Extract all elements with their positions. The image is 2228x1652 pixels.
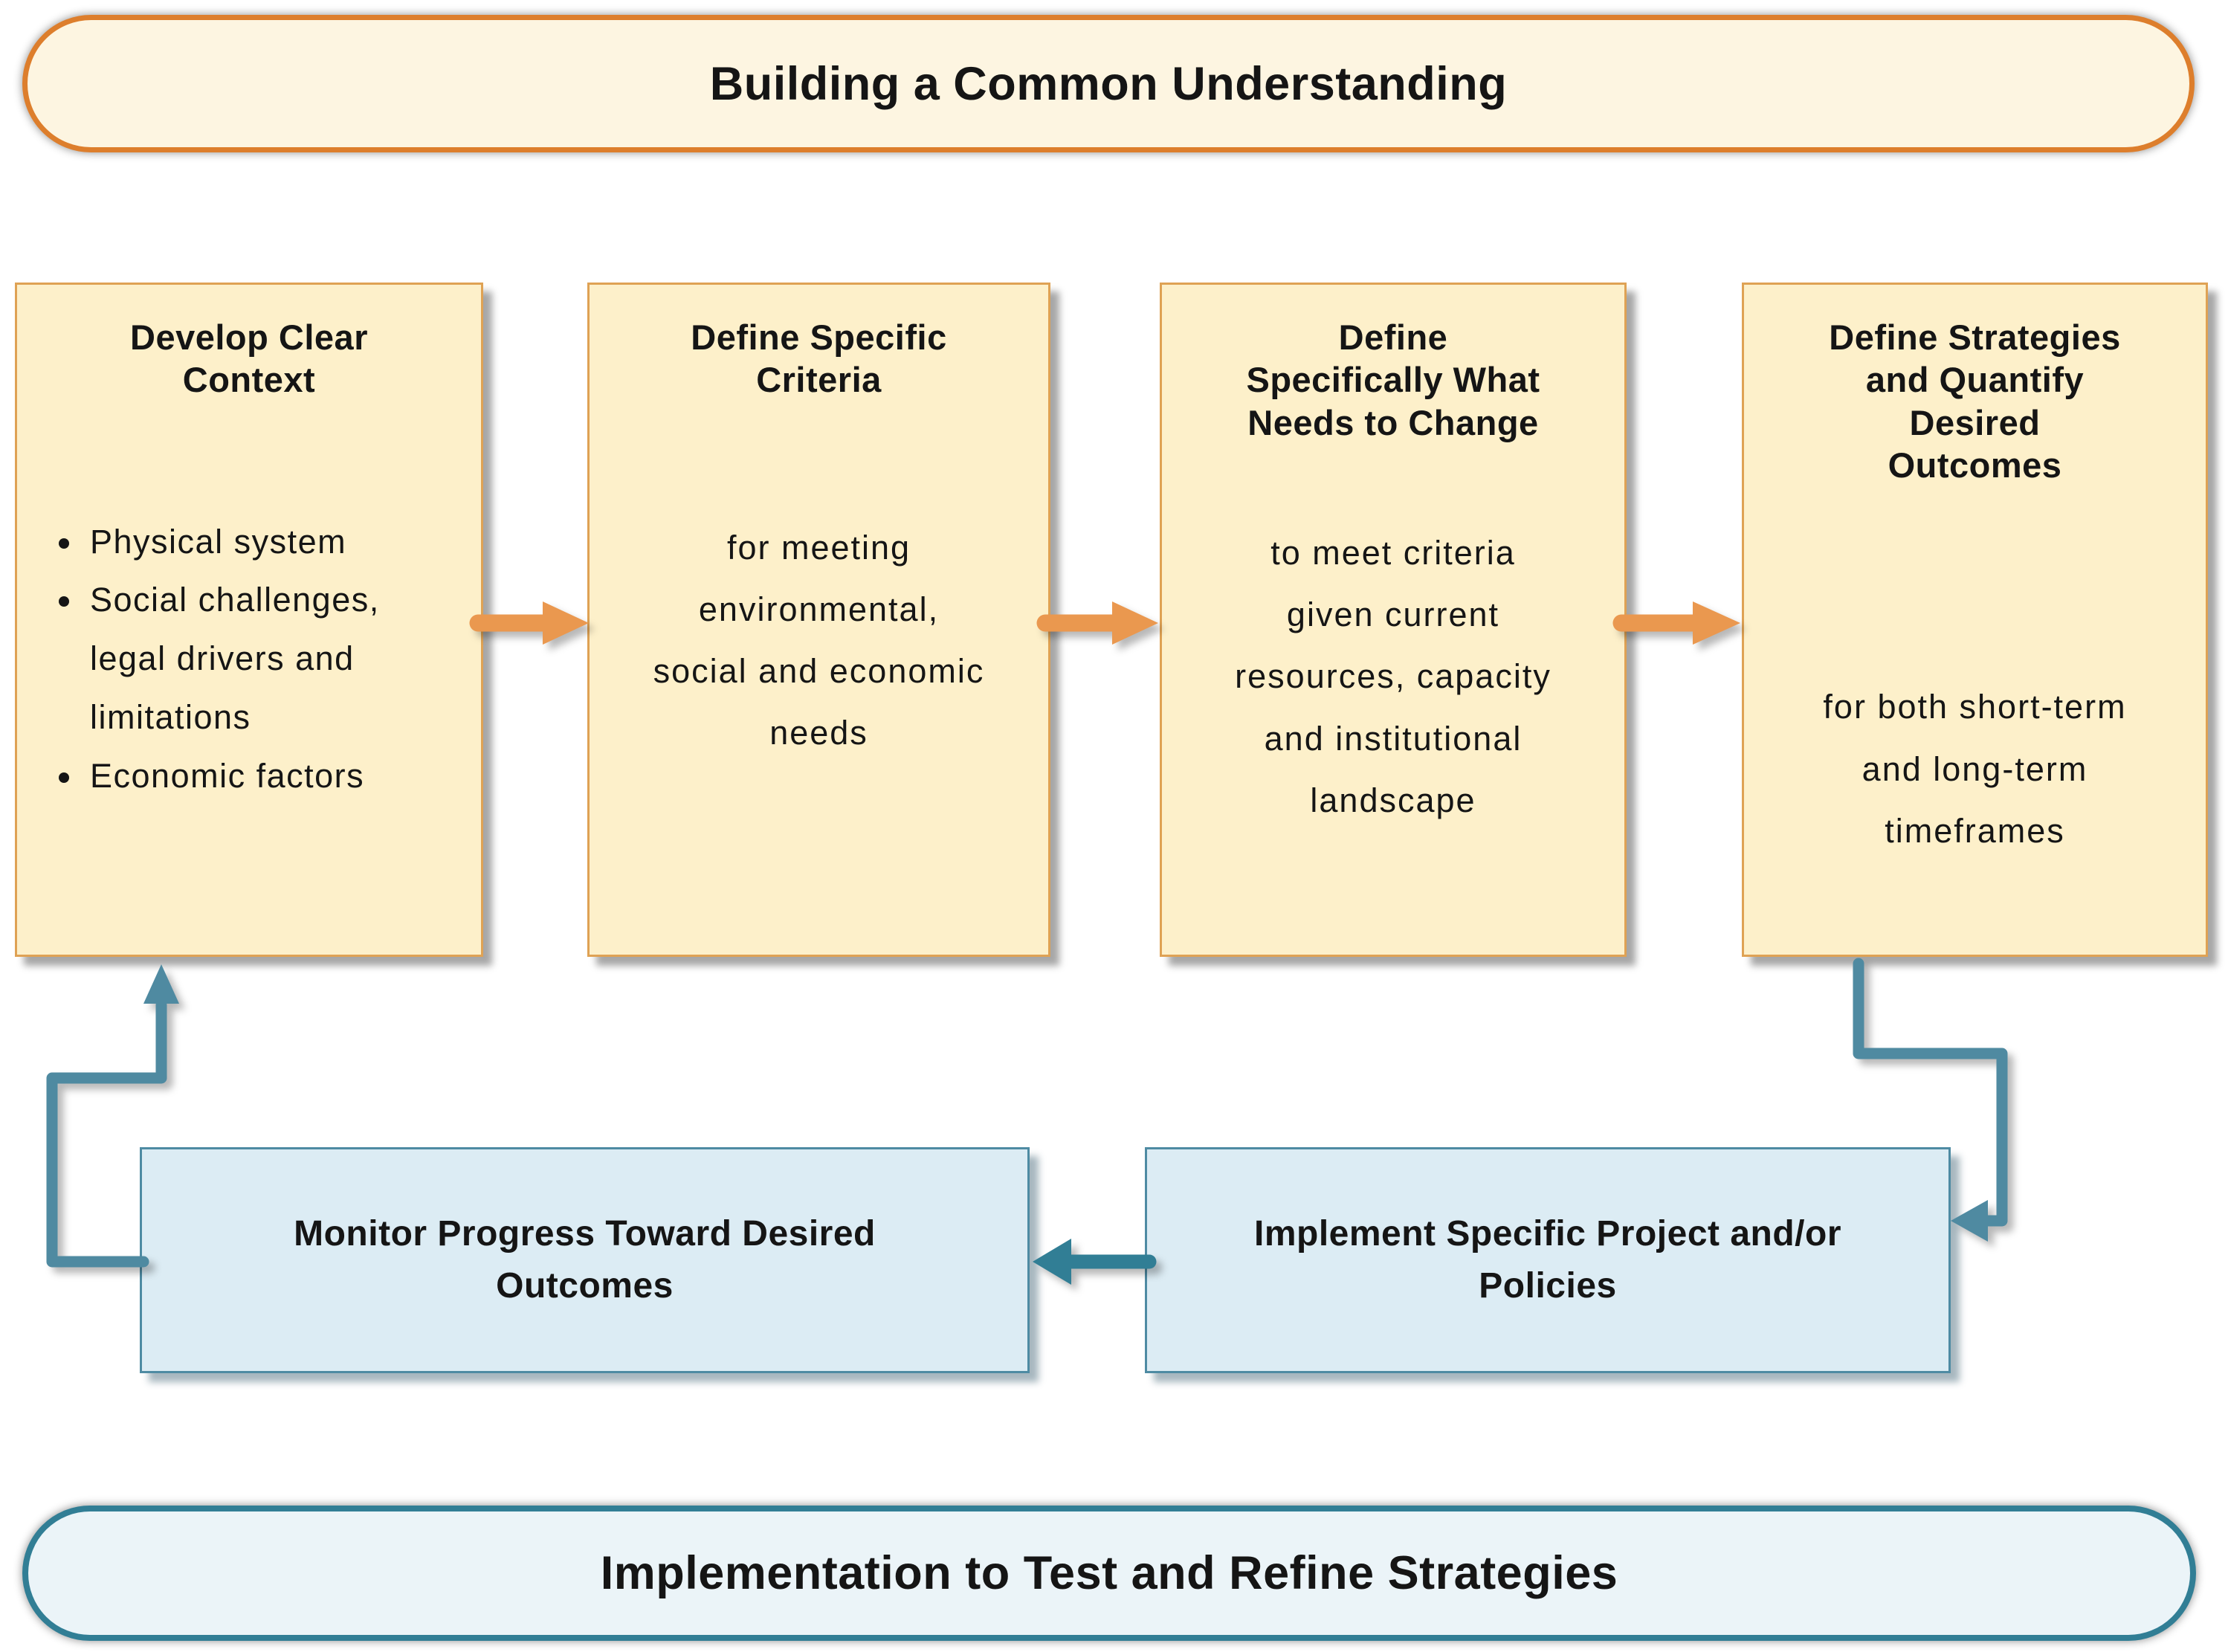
box-define-strategies-quantify-outcomes: Define Strategies and Quantify Desired O… [1742,283,2208,957]
box-title: Define Strategies and Quantify Desired O… [1829,317,2121,485]
box-define-specific-criteria: Define Specific Criteria for meeting env… [587,283,1050,957]
arrow-criteria-to-change [1036,601,1158,645]
bullet-item: Social challenges, legal drivers and lim… [84,571,460,746]
box-body: for meeting environmental, social and ec… [653,528,985,752]
bottom-banner: Implementation to Test and Refine Strate… [22,1506,2196,1641]
bullet-list: Physical system Social challenges, legal… [38,513,460,806]
arrowhead-left-icon [1033,1239,1071,1285]
box-title: Implement Specific Project and/or Polici… [1253,1214,1842,1306]
arrowhead-up-icon [143,964,179,1004]
box-implement-project-policies: Implement Specific Project and/or Polici… [1145,1147,1951,1373]
bullet-item: Physical system [84,513,460,572]
arrow-implement-to-monitor [1033,1239,1157,1285]
top-banner: Building a Common Understanding [22,15,2195,152]
box-monitor-progress: Monitor Progress Toward Desired Outcomes [140,1147,1030,1373]
box-title: Monitor Progress Toward Desired Outcomes [294,1214,876,1306]
arrow-change-to-strategies [1612,601,1740,645]
top-banner-title: Building a Common Understanding [709,57,1508,110]
box-title: Define Specific Criteria [691,317,947,400]
box-define-what-needs-to-change: Define Specifically What Needs to Change… [1160,283,1627,957]
box-body: for both short-term and long-term timefr… [1823,688,2127,850]
bullet-item: Economic factors [84,747,460,806]
box-body: to meet criteria given current resources… [1235,533,1551,819]
arrowhead-right-icon [1112,601,1158,645]
arrowhead-right-icon [1693,601,1740,645]
arrow-context-to-criteria [469,601,589,645]
bottom-banner-title: Implementation to Test and Refine Strate… [600,1547,1618,1599]
box-title: Define Specifically What Needs to Change [1246,317,1540,442]
box-develop-clear-context: Develop Clear Context Physical system So… [15,283,483,957]
box-title: Develop Clear Context [130,317,368,400]
arrowhead-right-icon [543,601,589,645]
arrowhead-left-icon [1951,1200,1988,1242]
